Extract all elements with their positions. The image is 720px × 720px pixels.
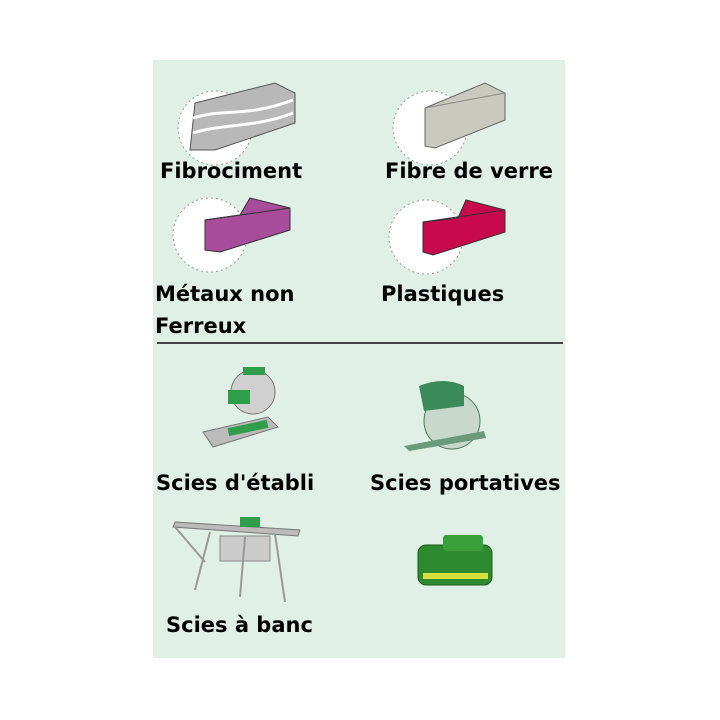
material-label-fibre-de-verre[interactable]: Fibre de verre bbox=[385, 159, 553, 183]
fibre-de-verre-blade-icon[interactable] bbox=[390, 78, 515, 168]
section-divider bbox=[157, 342, 563, 344]
miter-saw-icon[interactable] bbox=[198, 362, 283, 454]
circular-saw-icon[interactable] bbox=[404, 376, 492, 458]
saw-label-scies-a-banc[interactable]: Scies à banc bbox=[166, 613, 313, 637]
material-label-fibrociment[interactable]: Fibrociment bbox=[160, 159, 303, 183]
material-label-plastiques[interactable]: Plastiques bbox=[381, 282, 505, 306]
saw-label-scies-etabli[interactable]: Scies d'établi bbox=[156, 471, 315, 495]
fibrociment-blade-icon[interactable] bbox=[175, 78, 300, 168]
material-label-metaux-line2[interactable]: Ferreux bbox=[155, 314, 247, 338]
material-label-metaux-line1[interactable]: Métaux non bbox=[155, 282, 295, 306]
battery-icon[interactable] bbox=[413, 533, 498, 595]
table-saw-icon[interactable] bbox=[170, 512, 308, 604]
plastiques-blade-icon[interactable] bbox=[388, 190, 513, 280]
saw-label-scies-portatives[interactable]: Scies portatives bbox=[370, 471, 561, 495]
metaux-non-ferreux-blade-icon[interactable] bbox=[170, 190, 295, 280]
